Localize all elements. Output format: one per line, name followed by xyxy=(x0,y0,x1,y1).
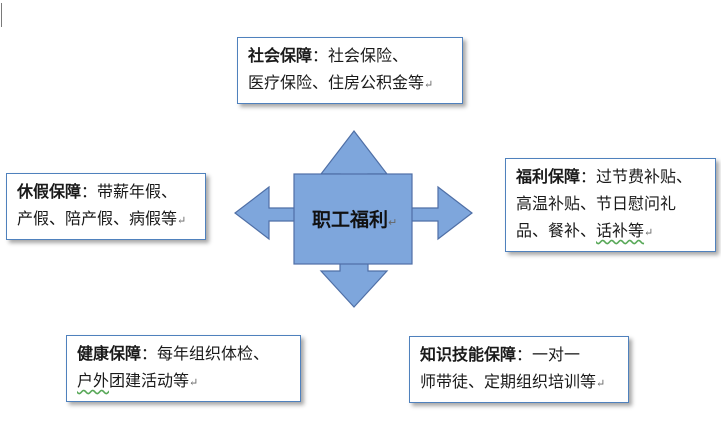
box-leave-security: 休假保障：带薪年假、 产假、陪产假、病假等↵ xyxy=(6,173,206,240)
box-welfare-text3a: 品、餐补、 xyxy=(516,221,597,240)
paragraph-mark-icon: ↵ xyxy=(388,216,398,229)
box-skills-text1: 一对一 xyxy=(532,345,581,364)
box-welfare-line1: 福利保障：过节费补贴、 xyxy=(516,163,705,190)
paragraph-mark-icon: ↵ xyxy=(177,214,187,227)
center-label: 职工福利↵ xyxy=(312,205,397,232)
box-health-text1: 每年组织体检、 xyxy=(157,344,270,363)
box-skills-line1: 知识技能保障：一对一 xyxy=(420,341,618,368)
box-health-title: 健康保障 xyxy=(77,344,142,363)
box-leave-title: 休假保障 xyxy=(17,182,82,201)
box-welfare-security: 福利保障：过节费补贴、 高温补贴、节日慰问礼 品、餐补、话补等↵ xyxy=(505,158,716,252)
box-leave-line2: 产假、陪产假、病假等↵ xyxy=(17,205,195,234)
box-leave-text1: 带薪年假、 xyxy=(97,182,178,201)
box-social-security: 社会保障：社会保险、 医疗保险、住房公积金等↵ xyxy=(237,37,463,104)
box-leave-colon: ： xyxy=(81,182,98,201)
box-leave-text2: 产假、陪产假、病假等 xyxy=(17,209,178,228)
paragraph-mark-icon: ↵ xyxy=(189,376,199,389)
cursor-mark xyxy=(1,3,2,27)
box-skills-text2: 师带徒、定期组织培训等 xyxy=(420,372,597,391)
box-social-line2: 医疗保险、住房公积金等↵ xyxy=(248,69,452,98)
box-welfare-text1: 过节费补贴、 xyxy=(596,167,693,186)
box-health-line1: 健康保障：每年组织体检、 xyxy=(77,340,290,367)
box-health-security: 健康保障：每年组织体检、 户外团建活动等↵ xyxy=(66,335,301,402)
box-skills-line2: 师带徒、定期组织培训等↵ xyxy=(420,368,618,397)
box-health-colon: ： xyxy=(141,344,158,363)
box-social-text2: 医疗保险、住房公积金等 xyxy=(248,73,425,92)
center-label-text: 职工福利 xyxy=(312,209,389,231)
box-social-colon: ： xyxy=(312,46,329,65)
box-welfare-text2: 高温补贴、节日慰问礼 xyxy=(516,194,677,213)
box-welfare-title: 福利保障 xyxy=(516,167,581,186)
box-health-text2b: 团建活动等 xyxy=(109,371,190,390)
box-welfare-line3: 品、餐补、话补等↵ xyxy=(516,217,705,246)
center-square xyxy=(293,173,413,265)
paragraph-mark-icon: ↵ xyxy=(644,226,654,239)
box-social-text1: 社会保险、 xyxy=(328,46,409,65)
box-welfare-text3b: 话补等 xyxy=(596,221,645,240)
box-skills-title: 知识技能保障 xyxy=(420,345,517,364)
box-welfare-line2: 高温补贴、节日慰问礼 xyxy=(516,190,705,217)
box-health-text2a: 户外 xyxy=(77,371,110,390)
box-social-line1: 社会保障：社会保险、 xyxy=(248,42,452,69)
box-health-line2: 户外团建活动等↵ xyxy=(77,367,290,396)
box-welfare-colon: ： xyxy=(580,167,597,186)
box-skills-security: 知识技能保障：一对一 师带徒、定期组织培训等↵ xyxy=(409,336,629,403)
box-skills-colon: ： xyxy=(516,345,533,364)
paragraph-mark-icon: ↵ xyxy=(424,78,434,91)
box-social-title: 社会保障 xyxy=(248,46,313,65)
box-leave-line1: 休假保障：带薪年假、 xyxy=(17,178,195,205)
paragraph-mark-icon: ↵ xyxy=(596,377,606,390)
